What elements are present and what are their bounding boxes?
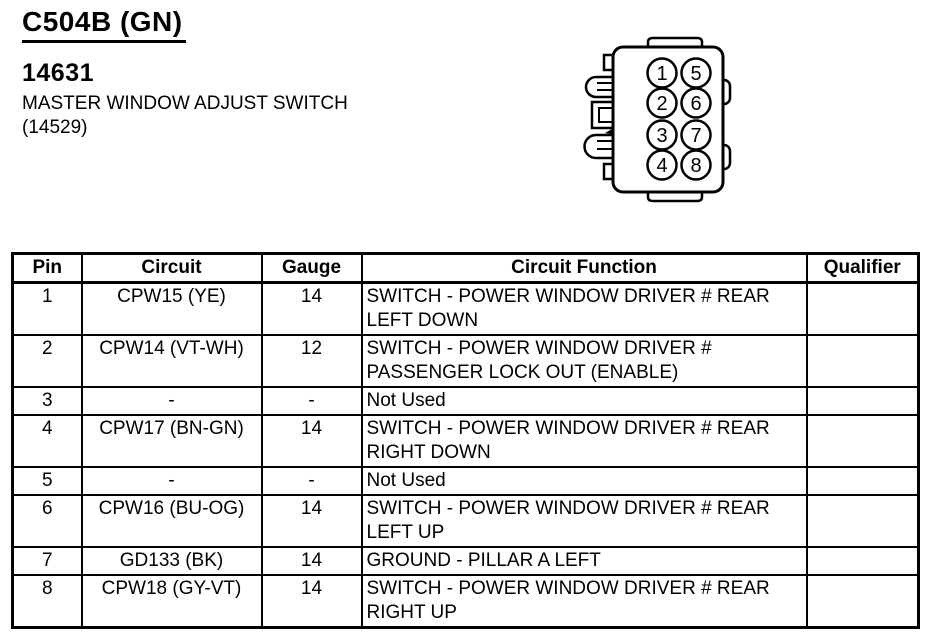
pin-cell: 5 bbox=[11, 466, 83, 496]
pin-2-number: 2 bbox=[656, 93, 667, 115]
qualifier-cell bbox=[805, 546, 920, 576]
connector-diagram: 1 2 3 4 5 6 7 8 bbox=[577, 28, 757, 208]
pin-cell: 4 bbox=[11, 414, 83, 468]
table-row: 3 - - Not Used bbox=[11, 386, 920, 416]
function-cell: SWITCH - POWER WINDOW DRIVER # REAR RIGH… bbox=[360, 574, 808, 629]
pin-3-number: 3 bbox=[656, 125, 667, 147]
gauge-cell: - bbox=[260, 386, 363, 416]
gauge-cell: - bbox=[260, 466, 363, 496]
table-row: 5 - - Not Used bbox=[11, 466, 920, 496]
table-header-row: Pin Circuit Gauge Circuit Function Quali… bbox=[11, 252, 920, 284]
table-row: 1 CPW15 (YE) 14 SWITCH - POWER WINDOW DR… bbox=[11, 281, 920, 336]
table-row: 8 CPW18 (GY-VT) 14 SWITCH - POWER WINDOW… bbox=[11, 574, 920, 629]
function-cell: GROUND - PILLAR A LEFT bbox=[360, 546, 808, 576]
gauge-cell: 14 bbox=[260, 546, 363, 576]
pin-cell: 2 bbox=[11, 334, 83, 388]
table-row: 2 CPW14 (VT-WH) 12 SWITCH - POWER WINDOW… bbox=[11, 334, 920, 388]
pin-cell: 7 bbox=[11, 546, 83, 576]
gauge-cell: 14 bbox=[260, 574, 363, 629]
pin-6-number: 6 bbox=[690, 93, 701, 115]
circuit-cell: - bbox=[80, 466, 263, 496]
qualifier-cell bbox=[805, 386, 920, 416]
pin-8-cavity bbox=[680, 149, 712, 181]
qualifier-cell bbox=[805, 494, 920, 548]
pin-4-number: 4 bbox=[656, 155, 667, 177]
pin-6-cavity bbox=[680, 87, 712, 119]
circuit-cell: CPW16 (BU-OG) bbox=[80, 494, 263, 548]
table-row: 7 GD133 (BK) 14 GROUND - PILLAR A LEFT bbox=[11, 546, 920, 576]
circuit-cell: CPW14 (VT-WH) bbox=[80, 334, 263, 388]
document-header: C504B (GN) 14631 MASTER WINDOW ADJUST SW… bbox=[22, 6, 348, 139]
pin-8-number: 8 bbox=[690, 155, 701, 177]
table-row: 4 CPW17 (BN-GN) 14 SWITCH - POWER WINDOW… bbox=[11, 414, 920, 468]
pin-1-number: 1 bbox=[656, 63, 667, 85]
function-cell: SWITCH - POWER WINDOW DRIVER # PASSENGER… bbox=[360, 334, 808, 388]
column-header-gauge: Gauge bbox=[260, 252, 363, 284]
function-cell: SWITCH - POWER WINDOW DRIVER # REAR RIGH… bbox=[360, 414, 808, 468]
part-name: MASTER WINDOW ADJUST SWITCH bbox=[22, 93, 348, 114]
qualifier-cell bbox=[805, 466, 920, 496]
pin-5-number: 5 bbox=[690, 63, 701, 85]
circuit-cell: CPW18 (GY-VT) bbox=[80, 574, 263, 629]
pin-4-cavity bbox=[646, 149, 678, 181]
gauge-cell: 14 bbox=[260, 494, 363, 548]
circuit-cell: GD133 (BK) bbox=[80, 546, 263, 576]
qualifier-cell bbox=[805, 281, 920, 336]
pinout-table: Pin Circuit Gauge Circuit Function Quali… bbox=[11, 252, 920, 629]
function-cell: Not Used bbox=[360, 386, 808, 416]
pin-cell: 6 bbox=[11, 494, 83, 548]
gauge-cell: 12 bbox=[260, 334, 363, 388]
table-row: 6 CPW16 (BU-OG) 14 SWITCH - POWER WINDOW… bbox=[11, 494, 920, 548]
circuit-cell: CPW15 (YE) bbox=[80, 281, 263, 336]
gauge-cell: 14 bbox=[260, 414, 363, 468]
part-number: 14631 bbox=[22, 59, 95, 87]
column-header-qualifier: Qualifier bbox=[805, 252, 920, 284]
circuit-cell: - bbox=[80, 386, 263, 416]
pin-2-cavity bbox=[646, 87, 678, 119]
circuit-cell: CPW17 (BN-GN) bbox=[80, 414, 263, 468]
function-cell: SWITCH - POWER WINDOW DRIVER # REAR LEFT… bbox=[360, 494, 808, 548]
qualifier-cell bbox=[805, 574, 920, 629]
qualifier-cell bbox=[805, 334, 920, 388]
connector-id-title: C504B (GN) bbox=[22, 6, 186, 43]
pin-cell: 8 bbox=[11, 574, 83, 629]
connector-face-drawing: 1 2 3 4 5 6 7 8 bbox=[583, 36, 732, 203]
pin-7-number: 7 bbox=[690, 125, 701, 147]
pin-cell: 1 bbox=[11, 281, 83, 336]
part-reference: (14529) bbox=[22, 117, 88, 138]
column-header-circuit: Circuit bbox=[80, 252, 263, 284]
pin-cell: 3 bbox=[11, 386, 83, 416]
qualifier-cell bbox=[805, 414, 920, 468]
column-header-pin: Pin bbox=[11, 252, 83, 284]
column-header-function: Circuit Function bbox=[360, 252, 808, 284]
function-cell: SWITCH - POWER WINDOW DRIVER # REAR LEFT… bbox=[360, 281, 808, 336]
function-cell: Not Used bbox=[360, 466, 808, 496]
gauge-cell: 14 bbox=[260, 281, 363, 336]
